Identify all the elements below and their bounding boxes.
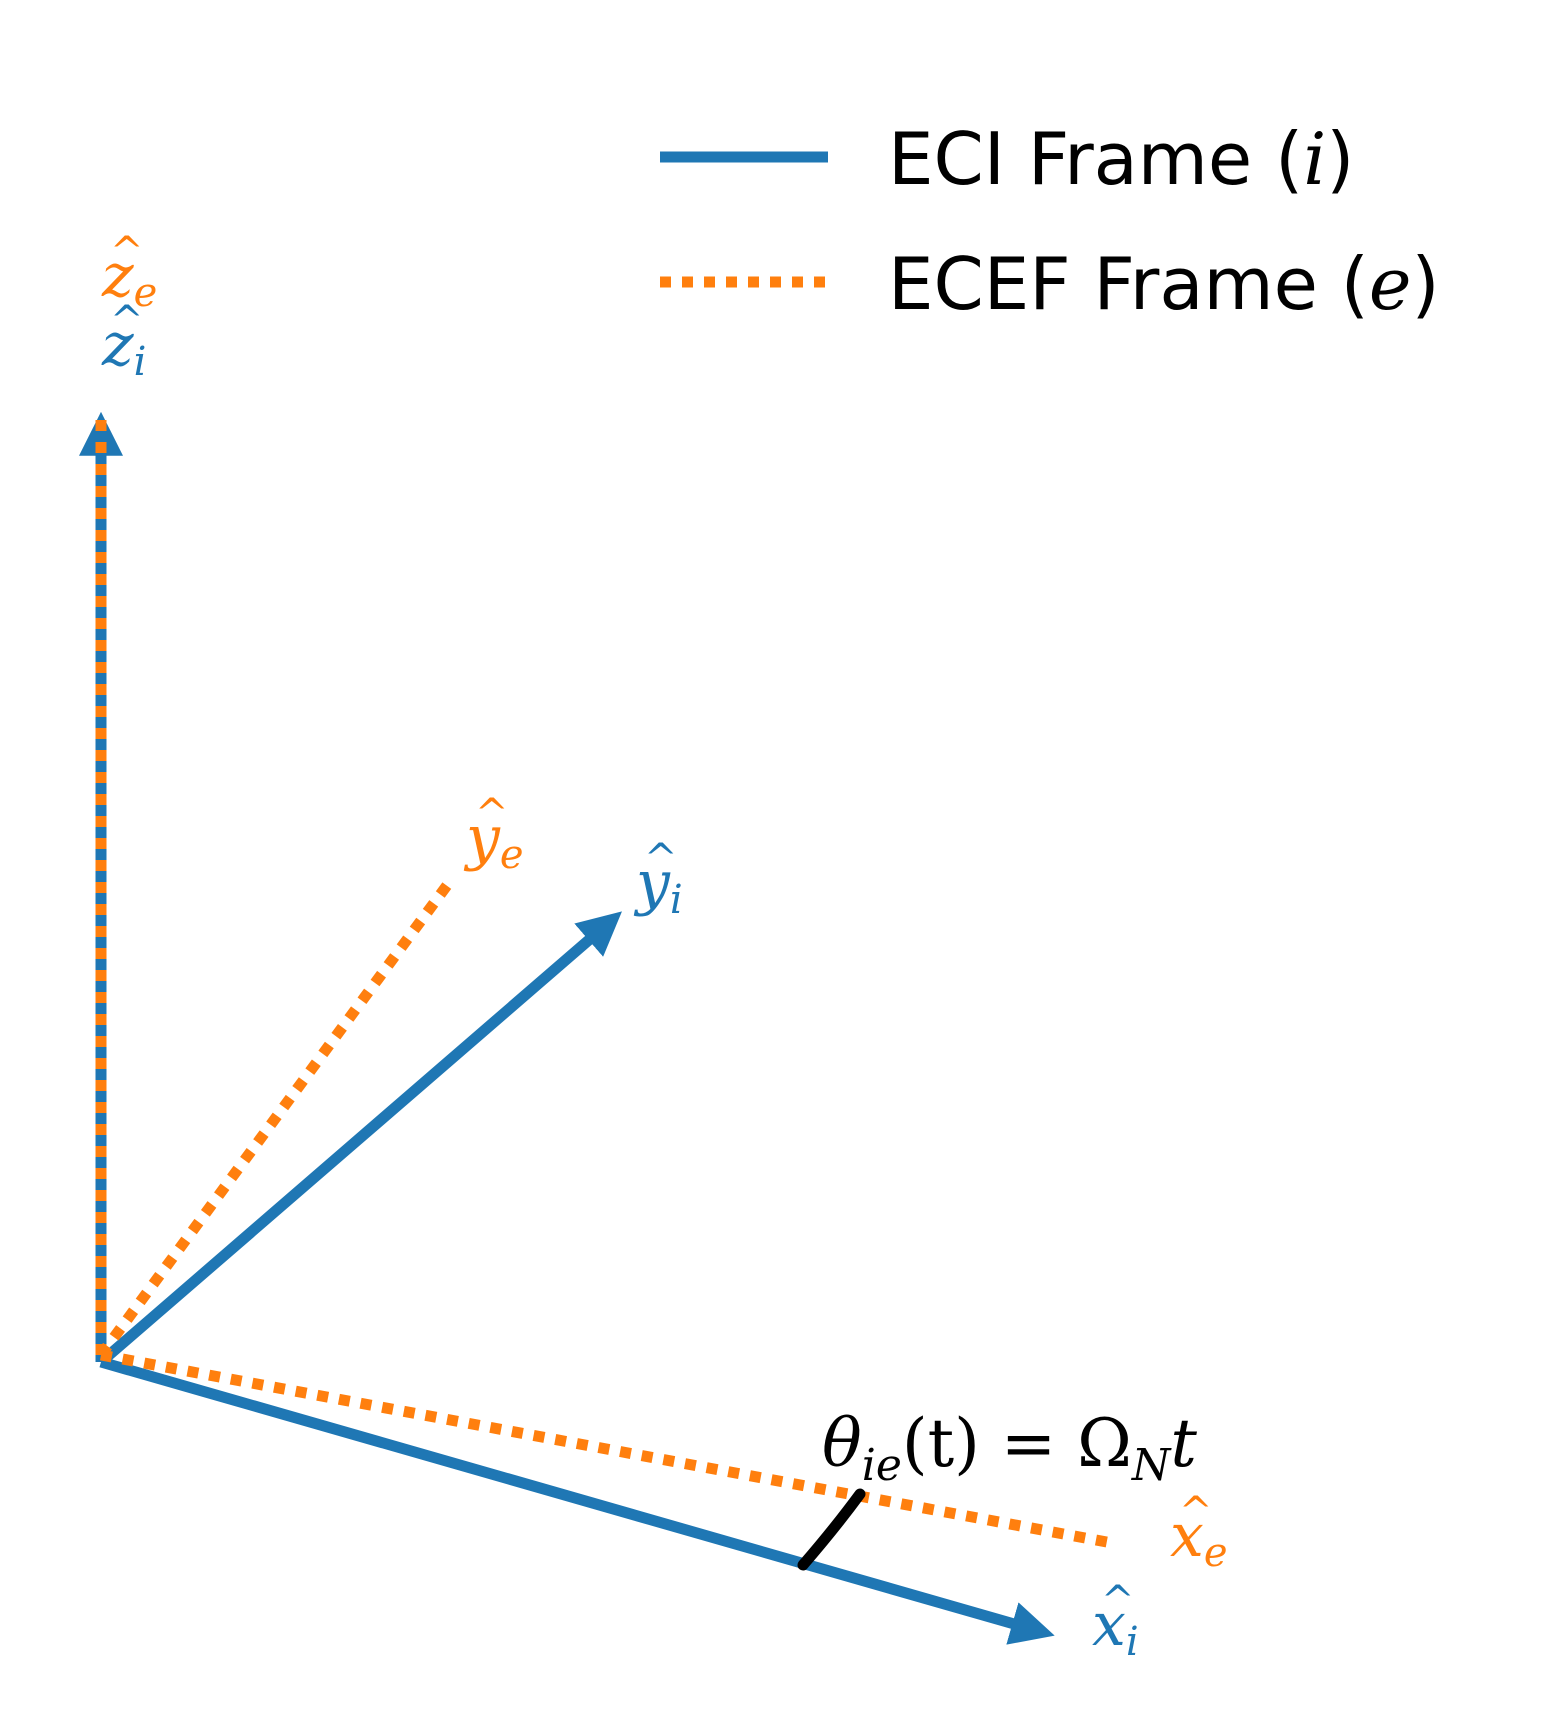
legend-ecef-prefix: ECEF Frame ( — [888, 242, 1369, 326]
angle-omega-sub: N — [1131, 1440, 1172, 1491]
label-z-i-sub: i — [134, 339, 147, 385]
label-z-e-base: z — [101, 241, 134, 311]
ecef-x-axis — [99, 1349, 1114, 1549]
legend-ecef-label: ECEF Frame (e) — [888, 242, 1440, 326]
svg-text:yi: yi — [633, 848, 683, 923]
angle-omega: Ω — [1077, 1405, 1132, 1482]
label-z-e: ^ ze — [101, 229, 157, 316]
legend-eci-label: ECI Frame (i) — [888, 117, 1354, 201]
svg-text:zi: zi — [101, 310, 146, 385]
angle-arc — [797, 1488, 866, 1571]
label-x-i: ^ xi — [1092, 1578, 1139, 1665]
eci-y-axis — [97, 911, 622, 1367]
angle-equation: θie(t) = ΩNt — [822, 1405, 1197, 1491]
label-x-e-sub: e — [1204, 1530, 1228, 1576]
angle-theta-sub: ie — [862, 1440, 902, 1491]
label-x-i-base: x — [1092, 1590, 1126, 1660]
label-y-e-sub: e — [500, 832, 524, 878]
label-z-i-base: z — [101, 310, 134, 380]
svg-text:ye: ye — [463, 803, 524, 878]
ecef-y-axis — [96, 880, 453, 1359]
svg-text:xe: xe — [1170, 1501, 1228, 1576]
legend-ecef-suffix: ) — [1411, 242, 1439, 326]
label-y-e: ^ ye — [463, 791, 524, 878]
svg-text:^: ^ — [1179, 1489, 1213, 1535]
svg-text:xi: xi — [1092, 1590, 1139, 1665]
label-x-e: ^ xe — [1170, 1489, 1228, 1576]
angle-t: t — [1170, 1405, 1197, 1482]
svg-text:^: ^ — [110, 298, 144, 344]
svg-text:^: ^ — [1101, 1578, 1135, 1624]
legend-eci-prefix: ECI Frame ( — [888, 117, 1303, 201]
label-x-i-sub: i — [1126, 1619, 1139, 1665]
label-x-e-base: x — [1170, 1501, 1204, 1571]
svg-text:^: ^ — [644, 836, 678, 882]
label-z-i: ^ zi — [101, 298, 146, 385]
svg-text:^: ^ — [110, 229, 144, 275]
angle-equals: = — [980, 1405, 1077, 1482]
label-y-i-base: y — [633, 848, 671, 918]
label-y-e-base: y — [463, 803, 501, 873]
legend-eci-suffix: ) — [1326, 117, 1354, 201]
label-y-i: ^ yi — [633, 836, 683, 923]
eci-x-axis — [99, 1356, 1055, 1645]
svg-text:ze: ze — [101, 241, 157, 316]
angle-arg: (t) — [902, 1405, 980, 1482]
svg-text:^: ^ — [475, 791, 509, 837]
legend-ecef-symbol: e — [1369, 242, 1412, 326]
label-y-i-sub: i — [670, 877, 683, 923]
angle-theta: θ — [822, 1405, 862, 1482]
legend-eci-symbol: i — [1303, 117, 1326, 201]
label-z-e-sub: e — [134, 270, 158, 316]
legend: ECI Frame (i) ECEF Frame (e) — [660, 117, 1440, 326]
